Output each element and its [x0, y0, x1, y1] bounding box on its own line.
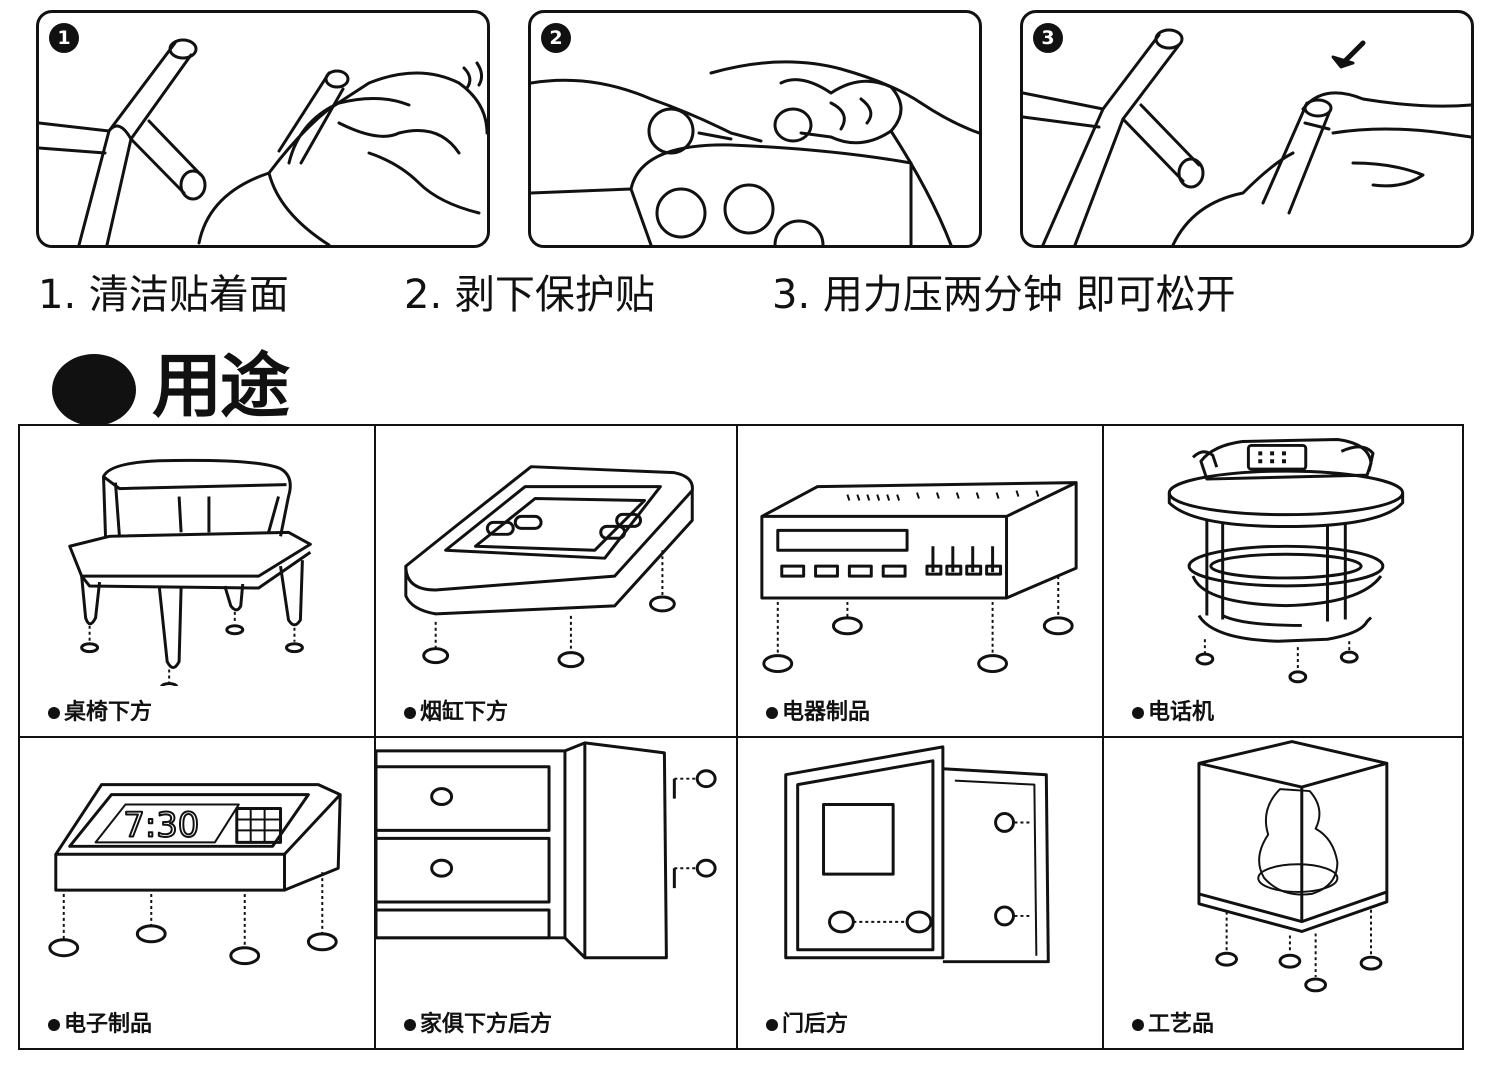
ashtray-icon [404, 465, 694, 669]
usage-label-text: 电话机 [1148, 700, 1215, 725]
usage-label-text: 电器制品 [782, 700, 871, 725]
label-bullet-icon [48, 707, 60, 719]
door-icon [784, 745, 1050, 964]
usage-label-text: 家俱下方后方 [420, 1012, 553, 1037]
usage-label-table-chair: 桌椅下方 [48, 698, 152, 728]
instruction-steps: 1 2 [36, 10, 1474, 248]
heading-bullet-icon [52, 354, 136, 426]
usage-label-door: 门后方 [766, 1010, 848, 1040]
alarm-clock-icon: 7:30 [48, 783, 342, 966]
label-bullet-icon [766, 707, 778, 719]
usage-cell-door: 门后方 [738, 738, 1104, 1048]
usage-cell-furniture: 家俱下方后方 [376, 738, 738, 1048]
usage-cell-appliance: 电器制品 [738, 426, 1104, 738]
clock-display-text: 7:30 [123, 805, 199, 844]
drawer-cabinet-icon [376, 741, 717, 960]
step-3-panel: 3 [1020, 10, 1474, 248]
usage-label-electronics: 电子制品 [48, 1010, 152, 1040]
usage-cell-ashtray: 烟缸下方 [376, 426, 738, 738]
step-2-label: 2. 剥下保护贴 [404, 272, 655, 318]
usage-label-text: 电子制品 [64, 1012, 153, 1037]
usage-label-ashtray: 烟缸下方 [404, 698, 508, 728]
step-2-number: 2 [541, 23, 571, 53]
usage-cell-telephone: 电话机 [1104, 426, 1462, 738]
step-1-panel: 1 [36, 10, 490, 248]
label-bullet-icon [404, 707, 416, 719]
usage-title: 用途 [152, 345, 290, 427]
step-2-panel: 2 [528, 10, 982, 248]
step-3-label: 3. 用力压两分钟 即可松开 [772, 272, 1236, 318]
usage-label-text: 工艺品 [1148, 1012, 1215, 1037]
usage-label-furniture: 家俱下方后方 [404, 1010, 552, 1040]
usage-label-crafts: 工艺品 [1132, 1010, 1214, 1040]
table-chair-icon [68, 458, 312, 687]
usage-cell-table-chair: 桌椅下方 [20, 426, 376, 738]
press-pad-illustration [1023, 28, 1471, 245]
label-bullet-icon [766, 1019, 778, 1031]
step-1-label: 1. 清洁贴着面 [38, 272, 289, 318]
usage-grid: 桌椅下方 烟缸下方 电器制品 [18, 424, 1464, 1050]
label-bullet-icon [48, 1019, 60, 1031]
usage-label-text: 门后方 [782, 1012, 849, 1037]
label-bullet-icon [1132, 707, 1144, 719]
label-bullet-icon [1132, 1019, 1144, 1031]
usage-cell-crafts: 工艺品 [1104, 738, 1462, 1048]
audio-amplifier-icon [760, 481, 1078, 674]
peel-pad-illustration [531, 60, 979, 245]
step-3-number: 3 [1033, 23, 1063, 53]
step-1-number: 1 [49, 23, 79, 53]
telephone-table-icon [1167, 438, 1405, 684]
label-bullet-icon [404, 1019, 416, 1031]
display-case-icon [1197, 740, 1389, 993]
usage-label-text: 烟缸下方 [420, 700, 509, 725]
usage-cell-electronics: 7:30 电子制品 [20, 738, 376, 1048]
clean-surface-illustration [39, 38, 487, 245]
usage-label-appliance: 电器制品 [766, 698, 870, 728]
usage-label-telephone: 电话机 [1132, 698, 1214, 728]
usage-label-text: 桌椅下方 [64, 700, 153, 725]
